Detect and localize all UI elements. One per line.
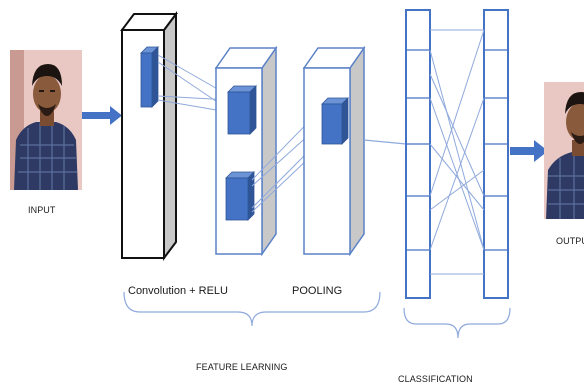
feature-cube-top — [227, 85, 257, 135]
pooling-layer-box — [302, 45, 366, 257]
fc-column-right — [483, 9, 509, 299]
input-label: INPUT — [28, 205, 56, 215]
feature-map-box — [214, 45, 278, 257]
feature-learning-label: FEATURE LEARNING — [196, 362, 288, 372]
output-label: OUTPUT — [556, 236, 584, 246]
fc-connection-lines — [429, 29, 485, 275]
conv-kernel — [140, 46, 159, 108]
output-arrow — [510, 140, 548, 162]
input-arrow — [82, 106, 122, 125]
input-photo — [10, 50, 82, 190]
feature-learning-brace — [123, 291, 381, 327]
classification-brace — [403, 307, 511, 339]
output-photo — [544, 82, 584, 219]
fc-column-left — [405, 9, 431, 299]
feature-cube-bottom — [225, 171, 255, 221]
pool-to-fc-line — [363, 139, 407, 145]
classification-label: CLASSIFICATION — [398, 374, 473, 384]
pooling-label: POOLING — [292, 285, 343, 297]
pooling-cube — [321, 97, 349, 145]
convolution-label: Convolution + RELU — [128, 285, 228, 297]
